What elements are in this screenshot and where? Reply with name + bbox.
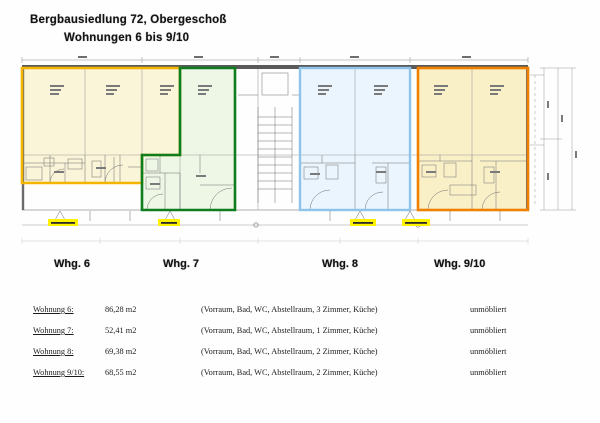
table-row: Wohnung 7: 52,41 m2 (Vorraum, Bad, WC, A… [33, 326, 573, 347]
row-rooms: (Vorraum, Bad, WC, Abstellraum, 3 Zimmer… [201, 305, 378, 314]
row-furnishing: unmöbliert [470, 347, 507, 356]
row-furnishing: unmöbliert [470, 326, 507, 335]
row-area: 68,55 m2 [105, 368, 137, 377]
table-row: Wohnung 8: 69,38 m2 (Vorraum, Bad, WC, A… [33, 347, 573, 368]
zone-outline-whg9 [416, 66, 530, 212]
row-rooms: (Vorraum, Bad, WC, Abstellraum, 2 Zimmer… [201, 347, 378, 356]
row-label: Wohnung 8: [33, 347, 74, 356]
row-area: 52,41 m2 [105, 326, 137, 335]
row-rooms: (Vorraum, Bad, WC, Abstellraum, 1 Zimmer… [201, 326, 378, 335]
row-area: 86,28 m2 [105, 305, 137, 314]
row-rooms: (Vorraum, Bad, WC, Abstellraum, 2 Zimmer… [201, 368, 378, 377]
unit-label-whg7: Whg. 7 [163, 258, 200, 270]
row-furnishing: unmöbliert [470, 368, 507, 377]
row-label: Wohnung 9/10: [33, 368, 85, 377]
unit-label-whg6: Whg. 6 [54, 258, 91, 270]
row-label: Wohnung 6: [33, 305, 74, 314]
zone-outline-whg7 [140, 66, 237, 212]
zone-outline-whg8 [298, 66, 412, 212]
plan-interior-detail [22, 72, 528, 211]
title-secondary: Wohnungen 6 bis 9/10 [64, 32, 190, 44]
row-furnishing: unmöbliert [470, 305, 507, 314]
page-title: Bergbausiedlung 72, Obergeschoß Wohnunge… [0, 14, 600, 44]
table-row: Wohnung 9/10: 68,55 m2 (Vorraum, Bad, WC… [33, 368, 573, 389]
plan-annotations-bottom [22, 210, 528, 228]
zone-fill-whg9 [418, 68, 528, 210]
title-primary: Bergbausiedlung 72, Obergeschoß [30, 14, 227, 26]
dimension-line-top [21, 57, 529, 63]
plan-room-labels [50, 85, 504, 185]
dimension-line-right [530, 67, 576, 211]
dimension-labels-top [78, 56, 471, 58]
unit-label-row: Whg. 6 Whg. 7 Whg. 8 Whg. 9/10 [0, 258, 600, 276]
row-label: Wohnung 7: [33, 326, 74, 335]
dimension-line-bottom [21, 238, 529, 244]
row-area: 69,38 m2 [105, 347, 137, 356]
unit-label-whg8: Whg. 8 [322, 258, 359, 270]
apartment-table: Wohnung 6: 86,28 m2 (Vorraum, Bad, WC, A… [33, 305, 573, 389]
floor-plan-drawing [10, 55, 590, 245]
table-row: Wohnung 6: 86,28 m2 (Vorraum, Bad, WC, A… [33, 305, 573, 326]
unit-label-whg9: Whg. 9/10 [434, 258, 486, 270]
